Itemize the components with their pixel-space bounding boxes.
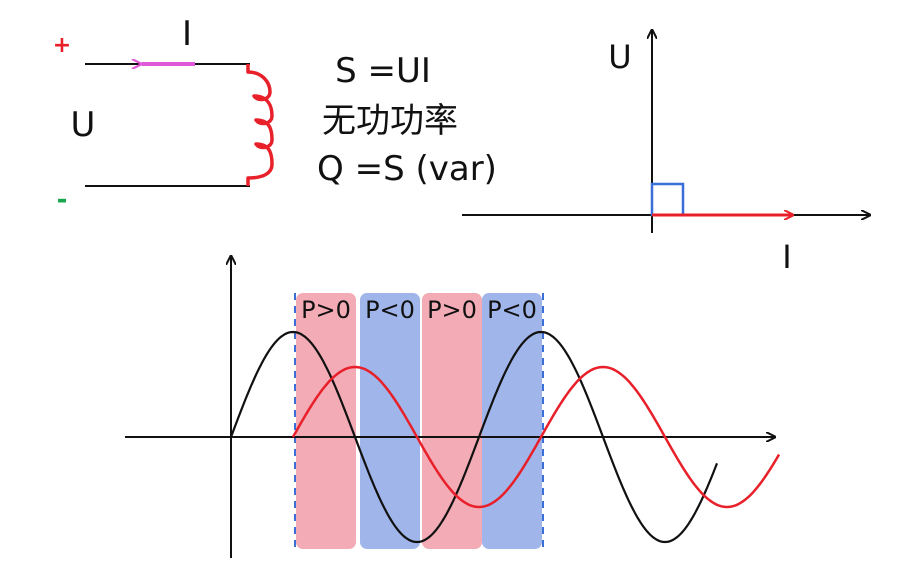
power-region-2 (360, 293, 420, 549)
waveform-plot: P>0 P<0 P>0 P<0 (125, 256, 781, 558)
current-waveform (291, 365, 781, 509)
plus-terminal: + (53, 33, 71, 58)
power-region-1 (296, 293, 356, 549)
voltage-label: U (71, 105, 96, 145)
power-region-label-4: P<0 (487, 296, 537, 324)
phasor-diagram: U I (462, 30, 870, 276)
power-region-3 (422, 293, 482, 549)
phasor-i-label: I (782, 238, 791, 276)
reactive-power-formula: Q =S (var) (317, 149, 497, 189)
minus-terminal: - (57, 185, 68, 215)
inductor-coil (246, 64, 274, 186)
voltage-waveform (229, 330, 719, 544)
phasor-u-label: U (608, 38, 631, 76)
power-region-label-1: P>0 (301, 296, 351, 324)
power-region-4 (482, 293, 542, 549)
right-angle-marker (650, 182, 685, 217)
inductor-circuit: + - U I (53, 14, 274, 215)
apparent-power-formula: S =UI (335, 51, 431, 91)
reactive-power-title: 无功功率 (322, 101, 458, 141)
power-region-label-2: P<0 (365, 296, 415, 324)
current-label: I (182, 14, 192, 54)
power-region-label-3: P>0 (427, 296, 477, 324)
formula-block: S =UI 无功功率 Q =S (var) (317, 51, 497, 189)
power-sign-regions: P>0 P<0 P>0 P<0 (296, 293, 542, 549)
